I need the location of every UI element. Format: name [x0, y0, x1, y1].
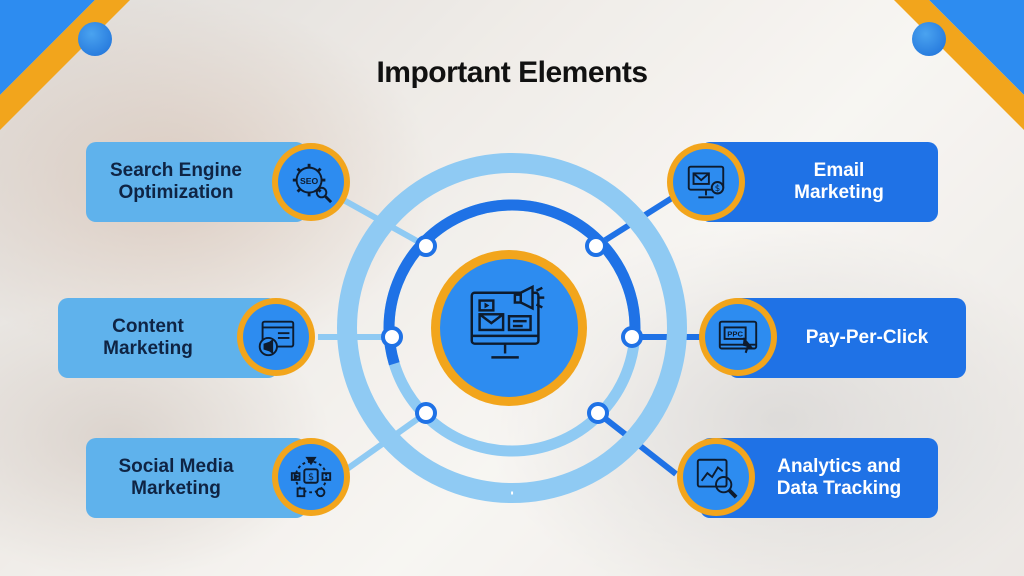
outer-ring-tick [345, 161, 679, 495]
corner-dot-top-left [78, 22, 112, 56]
card-email-line2: Marketing [794, 182, 884, 203]
card-email-line1: Email [813, 160, 865, 181]
svg-text:$: $ [308, 472, 314, 483]
monitor-marketing-icon [431, 250, 587, 406]
svg-text:$: $ [715, 184, 720, 194]
card-content-line1: Content [112, 316, 184, 337]
social-media-icon: $ [272, 438, 350, 516]
card-social-line1: Social Media [118, 456, 234, 477]
email-marketing-icon: $ [667, 143, 745, 221]
card-ppc-line1: Pay-Per-Click [805, 327, 929, 348]
connector-nodes [381, 235, 643, 424]
analytics-icon [677, 438, 755, 516]
card-seo-line1: Search Engine [110, 160, 242, 181]
ppc-icon: PPC [699, 298, 777, 376]
ppc-text: PPC [727, 330, 743, 339]
card-content-line2: Marketing [103, 338, 193, 359]
card-seo-line2: Optimization [118, 182, 234, 203]
corner-dot-top-right [912, 22, 946, 56]
seo-gear-icon: SEO [272, 143, 350, 221]
content-megaphone-icon [237, 298, 315, 376]
card-analytics-line2: Data Tracking [776, 478, 902, 499]
seo-text: SEO [300, 176, 318, 186]
page-title: Important Elements [376, 56, 648, 89]
card-social-line2: Marketing [131, 478, 221, 499]
card-analytics-line1: Analytics and [777, 456, 901, 477]
